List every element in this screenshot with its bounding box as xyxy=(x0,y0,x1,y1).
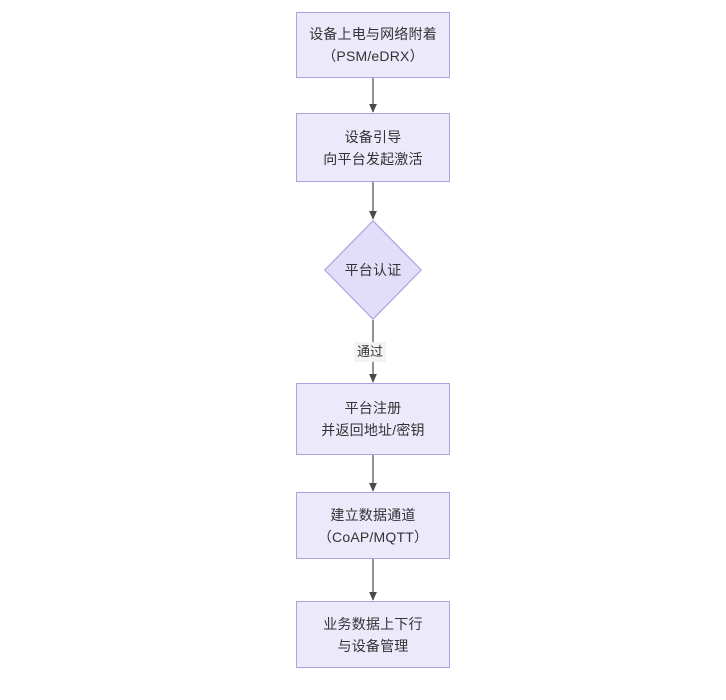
node-label-line2: 与设备管理 xyxy=(337,637,409,654)
node-label-line1: 设备上电与网络附着 xyxy=(309,26,437,42)
node-label-line2: （PSM/eDRX） xyxy=(322,48,424,64)
node-platform-authentication[interactable]: 平台认证 xyxy=(324,220,422,320)
node-label-line1: 平台认证 xyxy=(344,262,402,278)
node-device-power-on[interactable]: 设备上电与网络附着 （PSM/eDRX） xyxy=(296,12,450,78)
node-label-line2: 向平台发起激活 xyxy=(323,150,423,167)
node-establish-data-channel[interactable]: 建立数据通道 （CoAP/MQTT） xyxy=(296,492,450,559)
node-label-line1: 设备引导 xyxy=(344,128,402,145)
node-label-line1: 建立数据通道 xyxy=(330,506,416,523)
node-label-line1: 平台注册 xyxy=(344,400,402,416)
edge-label-pass: 通过 xyxy=(354,342,387,362)
node-platform-registration[interactable]: 平台注册 并返回地址/密钥 xyxy=(296,383,450,455)
node-label-line2: （CoAP/MQTT） xyxy=(317,528,429,545)
node-label-line1: 业务数据上下行 xyxy=(323,615,423,632)
node-device-bootstrap[interactable]: 设备引导 向平台发起激活 xyxy=(296,113,450,182)
node-business-data-and-device-management[interactable]: 业务数据上下行 与设备管理 xyxy=(296,601,450,668)
node-label-line2: 并返回地址/密钥 xyxy=(321,422,425,438)
